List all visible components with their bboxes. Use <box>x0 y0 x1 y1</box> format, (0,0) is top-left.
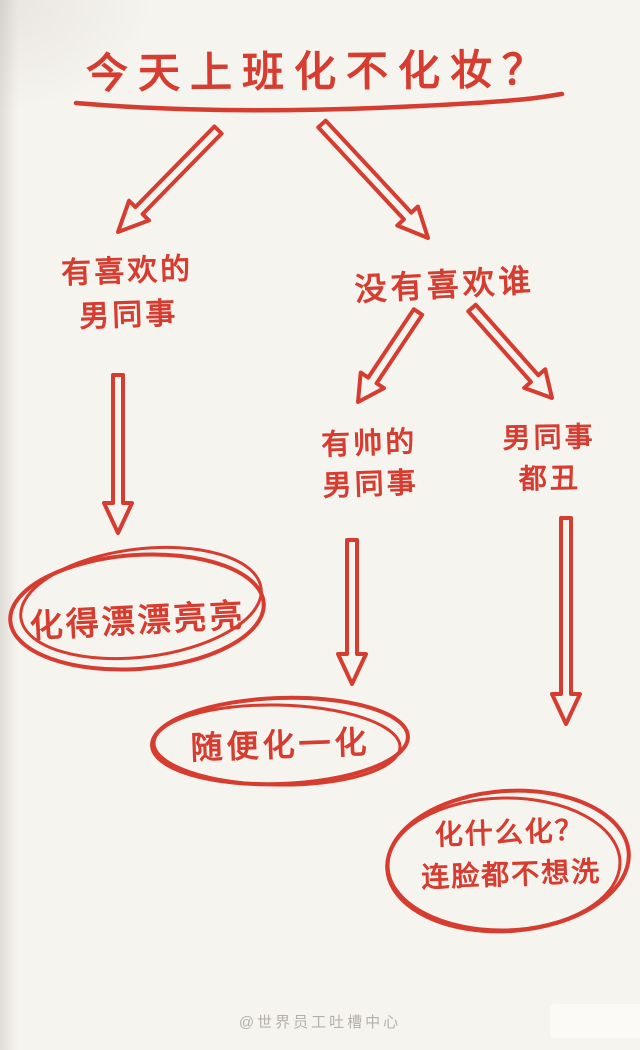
ellipse-no-makeup-overstroke <box>386 796 622 932</box>
node-like-colleague: 有喜欢的 男同事 <box>37 247 220 340</box>
blur-patch <box>550 1004 640 1038</box>
arrow-title-to-nocrush-icon <box>316 118 430 240</box>
arrow-handsome-to-casual-icon <box>336 538 368 686</box>
node-ugly-colleagues-line2: 都丑 <box>518 462 582 495</box>
outcome-no-makeup-line2: 连脸都不想洗 <box>420 855 602 894</box>
title-underline <box>73 91 565 113</box>
node-handsome-colleague-line2: 男同事 <box>322 466 420 503</box>
ellipse-makeup-beautiful <box>8 552 266 672</box>
node-like-colleague-line1: 有喜欢的 <box>60 252 194 291</box>
outcome-no-makeup: 化什么化？ 连脸都不想洗 <box>387 808 635 900</box>
arrow-nocrush-to-handsome-icon <box>356 307 425 404</box>
arrow-title-to-like-icon <box>116 124 224 234</box>
node-ugly-colleagues: 男同事 都丑 <box>491 417 607 500</box>
node-ugly-colleagues-line1: 男同事 <box>502 421 596 454</box>
watermark: @世界员工吐槽中心 <box>238 1014 402 1031</box>
outcome-makeup-casual: 随便化一化 <box>189 723 372 767</box>
arrow-nocrush-to-ugly-icon <box>466 302 554 400</box>
node-handsome-colleague-line1: 有帅的 <box>320 426 418 462</box>
node-handsome-colleague: 有帅的 男同事 <box>299 422 442 508</box>
ellipse-makeup-beautiful-overstroke <box>19 545 263 661</box>
node-like-colleague-line2: 男同事 <box>78 296 179 334</box>
arrow-ugly-to-nomakeup-icon <box>550 516 582 726</box>
page-title: 今天上班化不化妆？ <box>85 45 555 98</box>
ellipse-makeup-casual-overstroke <box>152 703 402 787</box>
arrow-like-to-beautiful-icon <box>102 373 134 535</box>
